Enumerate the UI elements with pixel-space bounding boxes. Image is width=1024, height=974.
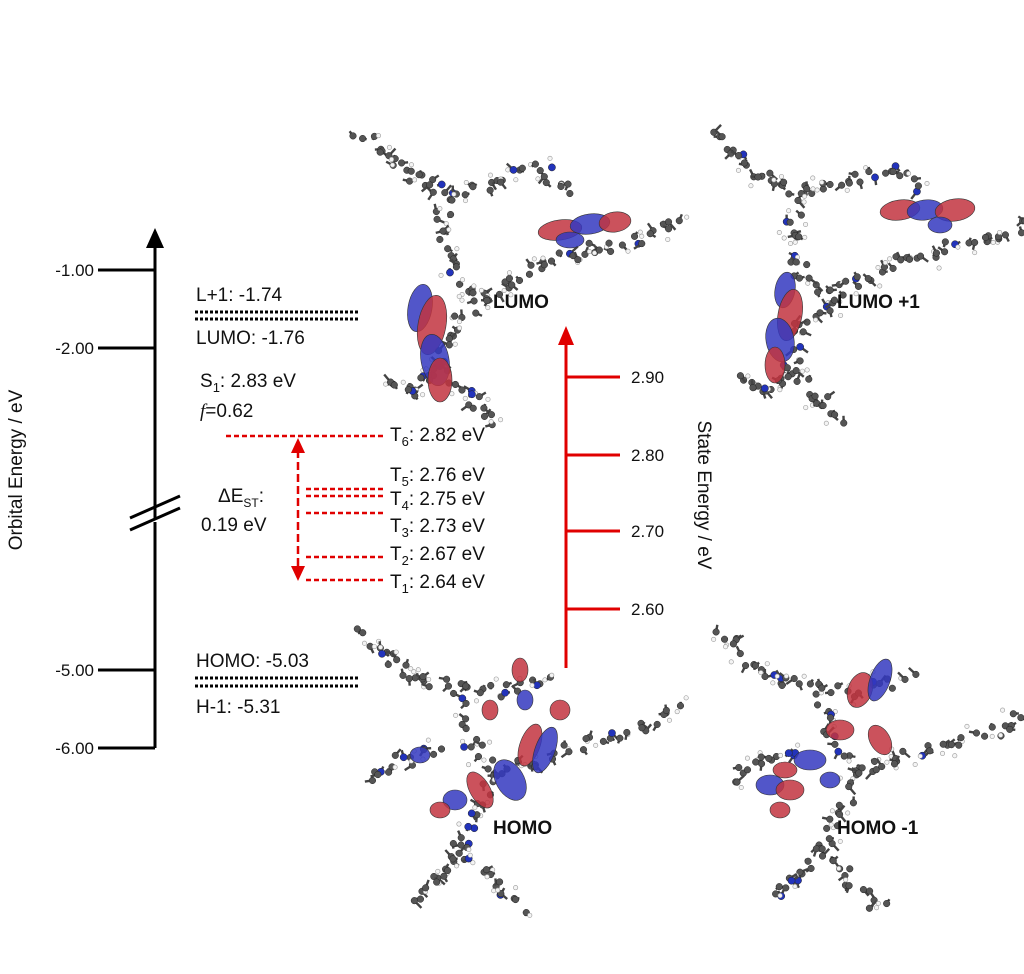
lumo-orbital-image (348, 130, 690, 429)
t6-label: T6: 2.82 eV (390, 425, 485, 449)
orbital-tick-2: -2.00 (55, 339, 155, 358)
homo1-image-label: HOMO -1 (837, 818, 919, 839)
delta-est-arrow (291, 438, 305, 581)
orbital-axis-title: Orbital Energy / eV (6, 389, 27, 550)
homo-image-label: HOMO (493, 818, 552, 839)
homo-orbital-image (353, 625, 689, 918)
lumo-image-label: LUMO (493, 292, 549, 313)
state-tick-270: 2.70 (566, 522, 664, 541)
orbital-axis (129, 228, 181, 748)
oscillator-strength-label: f=0.62 (200, 401, 253, 422)
l1-level-label: L+1: -1.74 (196, 285, 283, 306)
s1-label: S1: 2.83 eV (200, 371, 296, 395)
lumo-level-label: LUMO: -1.76 (196, 328, 305, 349)
t2-label: T2: 2.67 eV (390, 544, 485, 568)
state-tick-260: 2.60 (566, 600, 664, 619)
state-axis-arrowhead-icon (558, 326, 574, 345)
state-axis (558, 326, 574, 668)
h1-level-label: H-1: -5.31 (196, 697, 280, 718)
state-tick-label: 2.70 (631, 522, 664, 541)
delta-est-label: ΔEST: (218, 486, 264, 510)
orbital-tick-6: -6.00 (55, 739, 155, 758)
t4-label: T4: 2.75 eV (390, 489, 485, 513)
orbital-tick-label: -2.00 (55, 339, 94, 358)
axis-arrowhead-icon (146, 228, 164, 248)
state-tick-label: 2.80 (631, 446, 664, 465)
orbital-tick-label: -5.00 (55, 661, 94, 680)
state-tick-280: 2.80 (566, 446, 664, 465)
t3-label: T3: 2.73 eV (390, 516, 485, 540)
lumo1-image-label: LUMO +1 (837, 292, 920, 313)
t1-label: T1: 2.64 eV (390, 572, 485, 596)
homo-level-label: HOMO: -5.03 (196, 651, 309, 672)
orbital-tick-label: -1.00 (55, 261, 94, 280)
orbital-tick-1: -1.00 (55, 261, 155, 280)
lumo1-orbital-image (710, 124, 1024, 427)
state-tick-290: 2.90 (566, 368, 664, 387)
state-axis-title: State Energy / eV (693, 421, 714, 570)
orbital-tick-5: -5.00 (55, 661, 155, 680)
t5-label: T5: 2.76 eV (390, 465, 485, 489)
state-tick-label: 2.60 (631, 600, 664, 619)
state-tick-label: 2.90 (631, 368, 664, 387)
homo1-orbital-image (711, 624, 1024, 912)
orbital-tick-label: -6.00 (55, 739, 94, 758)
axis-break-icon (129, 494, 181, 532)
delta-est-value: 0.19 eV (201, 515, 267, 536)
